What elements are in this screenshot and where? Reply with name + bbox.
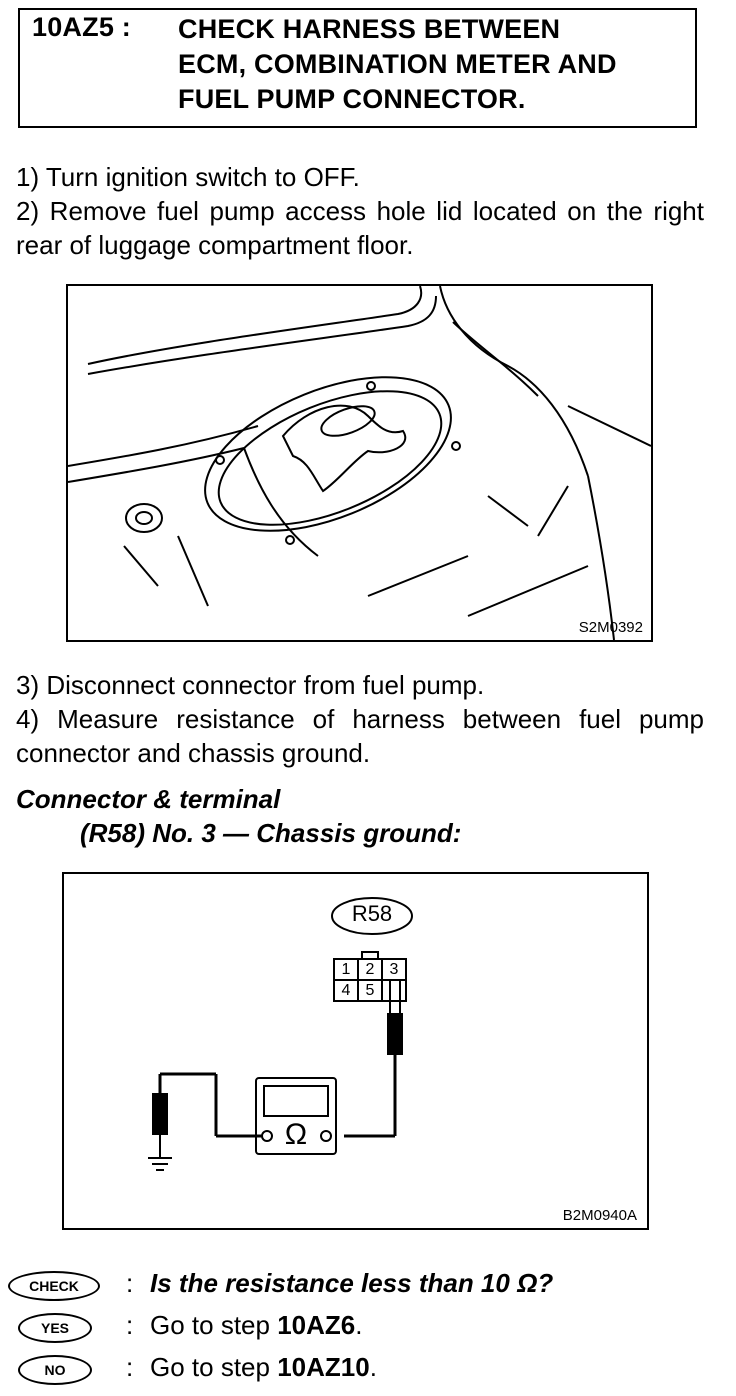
separator: :: [126, 1310, 134, 1340]
separator: :: [126, 1268, 134, 1298]
instructions-block-1: 1) Turn ignition switch to OFF. 2) Remov…: [16, 160, 704, 262]
yes-suffix: .: [355, 1310, 363, 1340]
step-title-line: FUEL PUMP CONNECTOR.: [178, 84, 526, 114]
pin-2: 2: [365, 961, 375, 978]
step-id: 10AZ5 :: [32, 12, 131, 42]
yes-target-step: 10AZ6: [277, 1310, 356, 1340]
no-badge: NO: [18, 1355, 92, 1385]
instruction-4: 4) Measure resistance of harness between…: [16, 704, 704, 768]
connector-label: R58: [351, 901, 393, 926]
figure-code: S2M0392: [578, 619, 643, 636]
instruction-2: 2) Remove fuel pump access hole lid loca…: [16, 196, 704, 260]
step-title-line: CHECK HARNESS BETWEEN: [178, 14, 561, 44]
yes-row: YES : Go to step 10AZ6.: [8, 1310, 708, 1346]
no-row: NO : Go to step 10AZ10.: [8, 1352, 708, 1388]
no-text: Go to step: [150, 1352, 278, 1382]
pin-3: 3: [389, 961, 399, 978]
separator: :: [126, 1352, 134, 1382]
yes-badge: YES: [18, 1313, 92, 1343]
no-action: Go to step 10AZ10.: [150, 1352, 377, 1383]
step-title-line: ECM, COMBINATION METER AND: [178, 49, 617, 79]
ohm-symbol: Ω: [284, 1118, 308, 1151]
check-question: Is the resistance less than 10 Ω?: [150, 1268, 554, 1298]
no-target-step: 10AZ10: [277, 1352, 370, 1382]
ohmmeter-display: [263, 1085, 329, 1117]
ohmmeter-body: [255, 1077, 337, 1155]
step-title: CHECK HARNESS BETWEEN ECM, COMBINATION M…: [178, 12, 688, 117]
no-suffix: .: [369, 1352, 377, 1382]
yes-action: Go to step 10AZ6.: [150, 1310, 362, 1341]
pin-1: 1: [341, 961, 351, 978]
figure-code: B2M0940A: [562, 1207, 637, 1224]
ohmmeter-figure: R58 1 2 3 4 5 Ω B2M0940A: [62, 872, 649, 1230]
check-row: CHECK : Is the resistance less than 10 Ω…: [8, 1268, 708, 1304]
instructions-block-2: 3) Disconnect connector from fuel pump. …: [16, 668, 704, 770]
connector-spec: (R58) No. 3 — Chassis ground:: [80, 818, 462, 848]
check-badge: CHECK: [8, 1271, 100, 1301]
ohmmeter-terminal: [320, 1130, 332, 1142]
pin-4: 4: [341, 982, 351, 999]
instruction-3: 3) Disconnect connector from fuel pump.: [16, 670, 485, 700]
connector-heading: Connector & terminal: [16, 784, 281, 814]
pin-5: 5: [365, 982, 375, 999]
ohmmeter-diagram: [148, 897, 413, 1171]
ohmmeter-terminal: [261, 1130, 273, 1142]
fuel-pump-access-illustration: [68, 286, 651, 640]
instruction-1: 1) Turn ignition switch to OFF.: [16, 162, 360, 192]
step-header: 10AZ5 : CHECK HARNESS BETWEEN ECM, COMBI…: [18, 8, 697, 128]
fuel-pump-access-figure: S2M0392: [66, 284, 653, 642]
connector-label-outline: [331, 897, 413, 935]
yes-text: Go to step: [150, 1310, 278, 1340]
